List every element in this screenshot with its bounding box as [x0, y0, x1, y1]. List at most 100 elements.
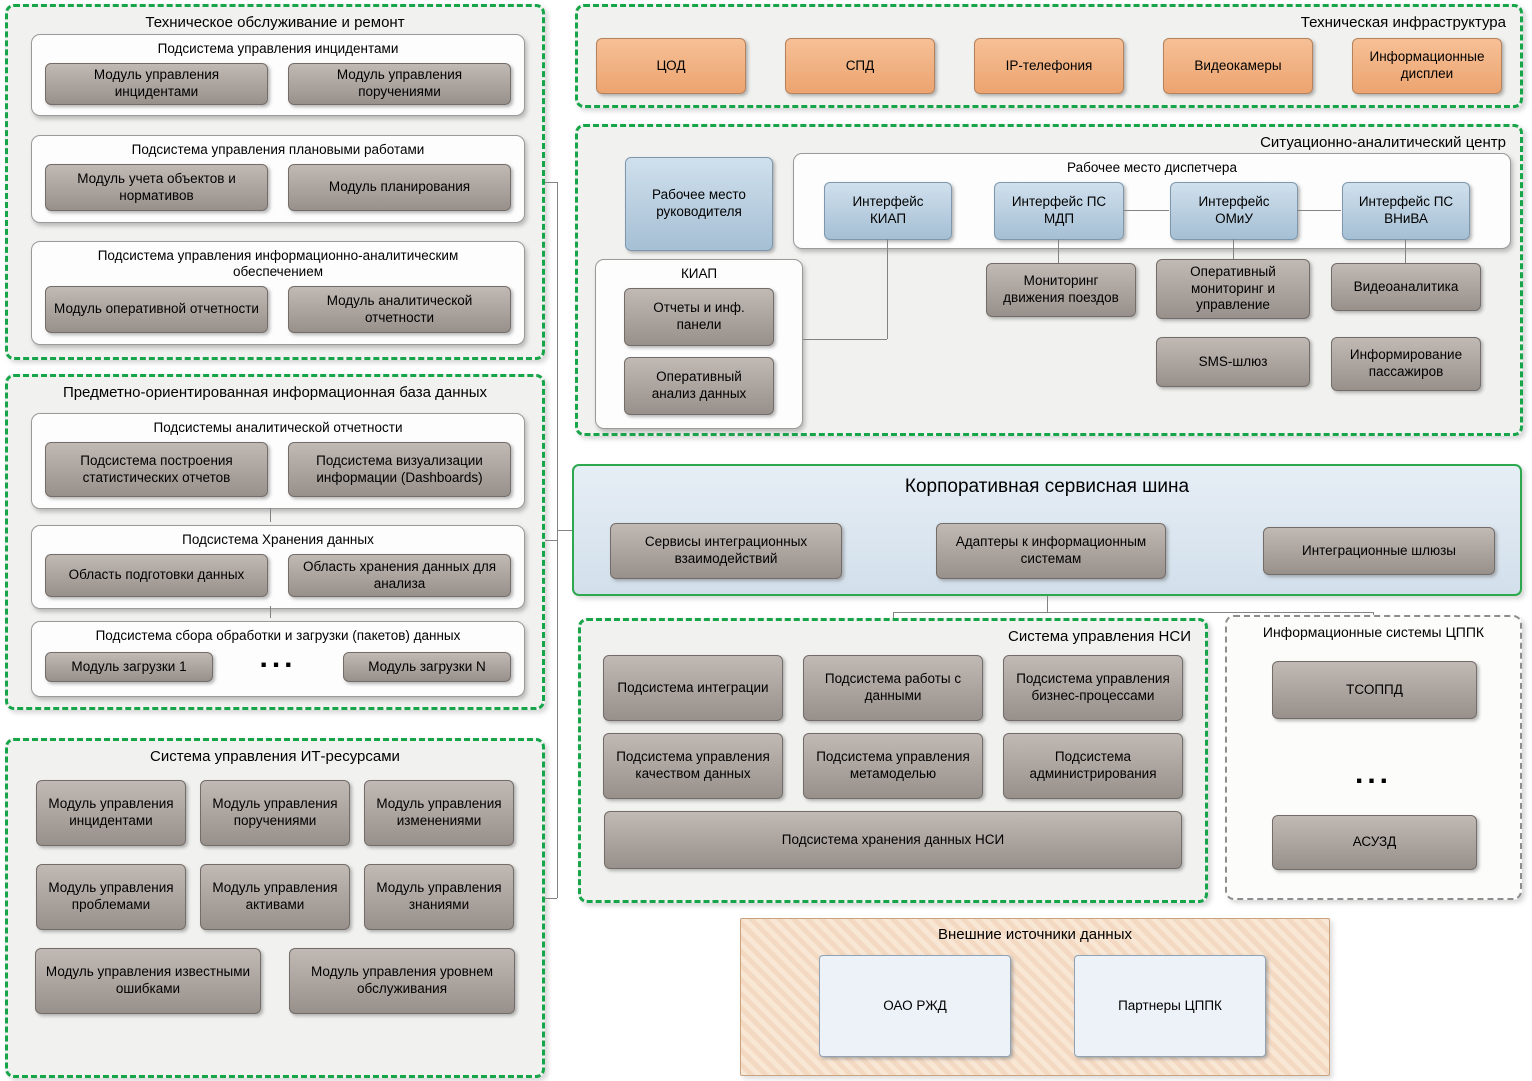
block-database-title: Предметно-ориентированная информационная…: [62, 384, 488, 401]
block-nsi-title: Система управления НСИ: [1007, 628, 1191, 645]
module-operational-reporting: Модуль оперативной отчетности: [45, 286, 268, 333]
module-interface-ps-mdp: Интерфейс ПС МДП: [994, 182, 1124, 240]
module-nsi-business-process: Подсистема управления бизнес-процессами: [1003, 655, 1183, 721]
group-data-storage: Подсистема Хранения данных Область подго…: [31, 525, 525, 609]
block-cppk-systems-title: Информационные системы ЦППК: [1262, 624, 1485, 640]
connector-line: [545, 898, 557, 899]
connector-line: [1233, 239, 1234, 259]
module-train-monitoring: Мониторинг движения поездов: [986, 263, 1136, 317]
module-ip-telephony: IP-телефония: [974, 38, 1124, 94]
block-it-resources-title: Система управления ИТ-ресурсами: [150, 748, 400, 765]
module-it-known-errors: Модуль управления известными ошибками: [35, 948, 261, 1014]
module-integration-gateways: Интеграционные шлюзы: [1263, 527, 1495, 575]
module-it-incidents: Модуль управления инцидентами: [36, 780, 186, 846]
group-title: Подсистема Хранения данных: [182, 532, 374, 547]
module-it-problems: Модуль управления проблемами: [36, 864, 186, 930]
module-incident-mgmt: Модуль управления инцидентами: [45, 63, 268, 105]
module-it-service-level: Модуль управления уровнем обслуживания: [289, 948, 515, 1014]
module-system-adapters: Адаптеры к информационным системам: [936, 523, 1166, 579]
connector-line: [545, 182, 557, 183]
loaders-ellipsis-wrap: ...: [233, 641, 323, 684]
connector-line: [1297, 210, 1341, 211]
group-analytical-reporting: Подсистемы аналитической отчетности Подс…: [31, 413, 525, 509]
group-kiap: КИАП Отчеты и инф. панели Оперативный ан…: [595, 259, 803, 429]
service-bus-title: Корпоративная сервисная шина: [904, 476, 1190, 497]
module-it-assets: Модуль управления активами: [200, 864, 350, 930]
block-situation-center-title: Ситуационно-аналитический центр: [1260, 134, 1506, 151]
block-maintenance-title: Техническое обслуживание и ремонт: [145, 14, 405, 31]
module-nsi-metamodel: Подсистема управления метамоделью: [803, 733, 983, 799]
kiap-modules: Отчеты и инф. панели Оперативный анализ …: [596, 284, 802, 428]
module-reports-panels: Отчеты и инф. панели: [624, 288, 774, 347]
block-situation-center: Ситуационно-аналитический центр Рабочее …: [575, 124, 1523, 436]
block-infrastructure: Техническая инфраструктура ЦОД СПД IP-те…: [575, 4, 1523, 108]
group-info-analytics: Подсистема управления информационно-анал…: [31, 241, 525, 345]
module-analytical-reporting: Модуль аналитической отчетности: [288, 286, 511, 333]
module-interface-kiap: Интерфейс КИАП: [824, 182, 952, 240]
module-loader-1: Модуль загрузки 1: [45, 652, 213, 683]
module-video-analytics: Видеоаналитика: [1331, 263, 1481, 311]
group-title: Рабочее место диспетчера: [1067, 160, 1237, 175]
group-data-loading: Подсистема сбора обработки и загрузки (п…: [31, 621, 525, 697]
module-nsi-storage: Подсистема хранения данных НСИ: [604, 811, 1182, 869]
group-title: Подсистема управления информационно-анал…: [97, 248, 459, 280]
module-operational-analysis: Оперативный анализ данных: [624, 357, 774, 415]
module-nsi-integration: Подсистема интеграции: [603, 655, 783, 721]
cppk-ellipsis: ...: [1354, 757, 1392, 790]
connector-line: [270, 606, 271, 618]
module-nsi-data-work: Подсистема работы с данными: [803, 655, 983, 721]
connector-line: [1123, 210, 1169, 211]
connector-line: [557, 182, 558, 898]
connector-line: [270, 508, 271, 522]
module-operational-monitoring: Оперативный мониторинг и управление: [1156, 259, 1310, 319]
module-oao-rzd: ОАО РЖД: [819, 955, 1011, 1057]
module-info-displays: Информационные дисплеи: [1352, 38, 1502, 94]
module-data-preparation: Область подготовки данных: [45, 554, 268, 597]
connector-line: [1058, 239, 1059, 263]
group-planned-works: Подсистема управления плановыми работами…: [31, 135, 525, 223]
module-video-cameras: Видеокамеры: [1163, 38, 1313, 94]
group-title: КИАП: [680, 266, 718, 281]
module-tsoppd: ТСОППД: [1272, 661, 1477, 719]
block-nsi: Система управления НСИ Подсистема интегр…: [578, 618, 1208, 903]
connector-line: [545, 540, 557, 541]
module-orders-mgmt: Модуль управления поручениями: [288, 63, 511, 105]
group-title: Подсистема управления плановыми работами: [131, 142, 425, 157]
module-integration-services: Сервисы интеграционных взаимодействий: [610, 523, 842, 579]
module-analysis-storage: Область хранения данных для анализа: [288, 554, 511, 597]
module-nsi-administration: Подсистема администрирования: [1003, 733, 1183, 799]
module-data-network: СПД: [785, 38, 935, 94]
module-interface-ps-vniva: Интерфейс ПС ВНиВА: [1342, 182, 1470, 240]
group-title: Подсистема сбора обработки и загрузки (п…: [95, 628, 461, 643]
group-dispatcher-workstation: Рабочее место диспетчера Интерфейс КИАП …: [793, 153, 1511, 249]
module-asuzd: АСУЗД: [1272, 815, 1477, 870]
connector-line: [803, 339, 887, 340]
module-planning: Модуль планирования: [288, 164, 511, 211]
module-it-orders: Модуль управления поручениями: [200, 780, 350, 846]
connector-line: [1405, 239, 1406, 263]
group-title: Подсистема управления инцидентами: [157, 41, 399, 56]
block-database: Предметно-ориентированная информационная…: [5, 374, 545, 710]
block-it-resources: Система управления ИТ-ресурсами Модуль у…: [5, 738, 545, 1078]
block-maintenance: Техническое обслуживание и ремонт Подсис…: [5, 4, 545, 360]
connector-line: [893, 612, 894, 618]
module-cppk-partners: Партнеры ЦППК: [1074, 955, 1266, 1057]
module-statistical-reports: Подсистема построения статистических отч…: [45, 442, 268, 497]
module-it-changes: Модуль управления изменениями: [364, 780, 514, 846]
module-head-workstation: Рабочее место руководителя: [625, 157, 773, 251]
module-objects-norms: Модуль учета объектов и нормативов: [45, 164, 268, 211]
module-passenger-info: Информирование пассажиров: [1331, 337, 1481, 391]
block-service-bus: Корпоративная сервисная шина Сервисы инт…: [572, 464, 1522, 596]
group-incident-subsystem: Подсистема управления инцидентами Модуль…: [31, 34, 525, 116]
module-it-knowledge: Модуль управления знаниями: [364, 864, 514, 930]
module-loader-n: Модуль загрузки N: [343, 652, 511, 683]
group-title: Подсистемы аналитической отчетности: [153, 420, 403, 435]
block-external-sources: Внешние источники данных ОАО РЖД Партнер…: [740, 918, 1330, 1076]
connector-line: [557, 530, 572, 531]
connector-line: [1047, 596, 1048, 612]
module-sms-gateway: SMS-шлюз: [1156, 337, 1310, 387]
module-nsi-data-quality: Подсистема управления качеством данных: [603, 733, 783, 799]
connector-line: [887, 239, 888, 339]
module-datacenter: ЦОД: [596, 38, 746, 94]
